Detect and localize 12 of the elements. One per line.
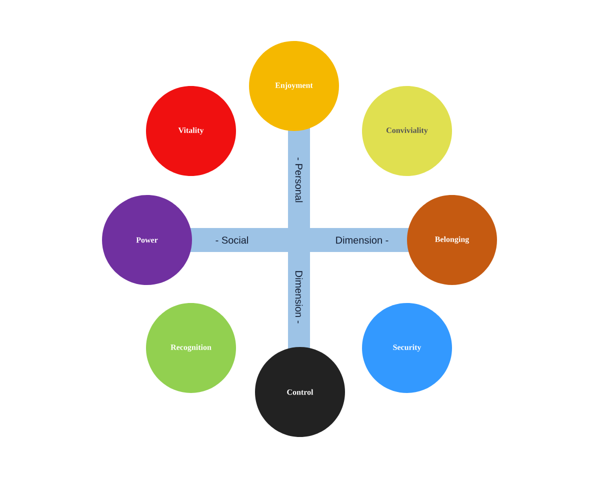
- circle-node: Recognition: [146, 303, 236, 393]
- circle-node: Security: [362, 303, 452, 393]
- circle-node: Power: [102, 195, 192, 285]
- band-label: Dimension -: [336, 236, 388, 244]
- circle-node: Belonging: [407, 195, 497, 285]
- circle-node: Conviviality: [362, 86, 452, 176]
- band-label: - Social: [216, 236, 248, 244]
- circle-node: Vitality: [146, 86, 236, 176]
- circle-node: Control: [255, 347, 345, 437]
- band-label: Dimension -: [295, 271, 303, 324]
- circle-node: Enjoyment: [249, 41, 339, 131]
- band-label: - Personal: [295, 158, 303, 202]
